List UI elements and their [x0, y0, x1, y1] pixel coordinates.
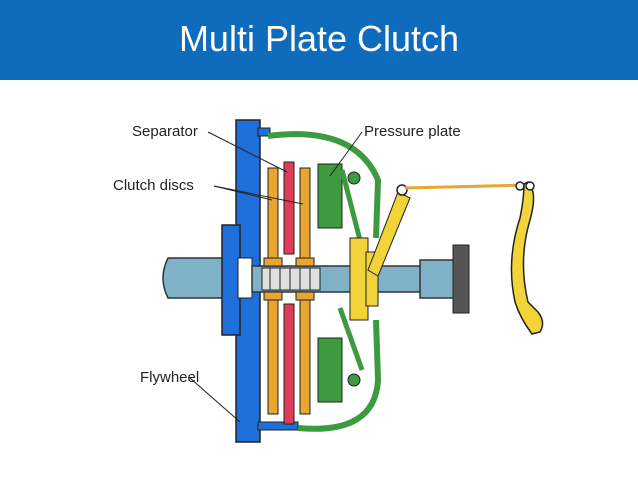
- rod-joint: [515, 181, 525, 191]
- title-banner: Multi Plate Clutch: [0, 0, 638, 80]
- fork-pivot: [396, 184, 408, 196]
- page-title: Multi Plate Clutch: [178, 18, 460, 59]
- clutch-discs: [263, 167, 315, 415]
- leader-lines: [189, 131, 363, 423]
- clutch-pedal: [510, 181, 544, 335]
- release-bearing: [349, 237, 379, 321]
- clutch-diagram: Separator Pressure plate Clutch discs Fl…: [113, 119, 544, 443]
- label-separator: Separator: [132, 123, 198, 140]
- separator-plates: [283, 161, 295, 425]
- linkage-rod: [404, 183, 529, 190]
- pressure-plate: [267, 131, 382, 432]
- pedal-pivot: [525, 181, 535, 191]
- release-fork: [367, 191, 411, 277]
- label-flywheel: Flywheel: [140, 369, 199, 386]
- label-clutch-discs: Clutch discs: [113, 177, 194, 194]
- label-pressure-plate: Pressure plate: [364, 123, 461, 140]
